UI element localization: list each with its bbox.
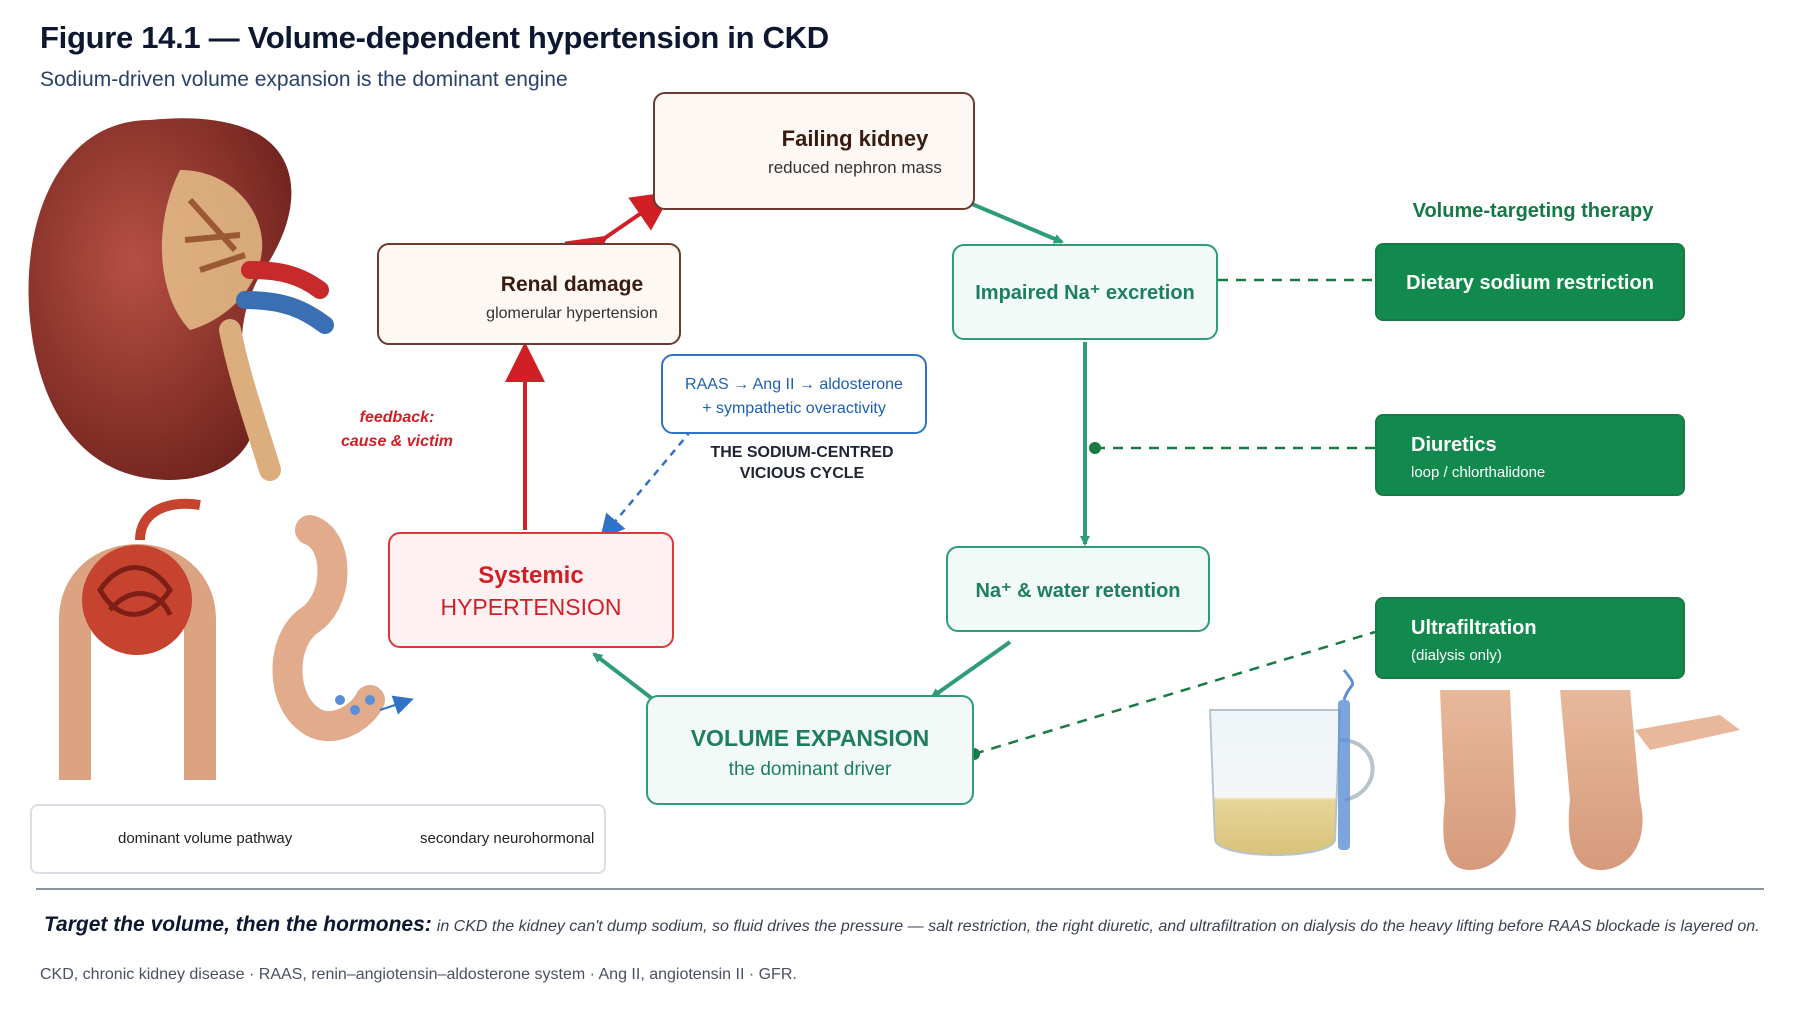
diuretics-anchor-dot <box>1089 442 1101 454</box>
connector-ultrafiltration <box>973 630 1376 756</box>
node-impaired-na-excretion: Impaired Na⁺ excretion <box>952 244 1218 340</box>
node-retention-title: Na⁺ & water retention <box>975 580 1181 602</box>
dialysis-bag-illustration <box>1208 669 1375 856</box>
node-impaired-na-title: Impaired Na⁺ excretion <box>975 282 1195 304</box>
therapy-ultrafiltration-title: Ultrafiltration <box>1411 617 1537 639</box>
legend-dashed-label: secondary neurohormonal <box>420 830 595 847</box>
node-volume-expansion: VOLUME EXPANSION the dominant driver <box>646 695 974 805</box>
edema-feet-illustration <box>1440 690 1740 870</box>
takeaway: Target the volume, then the hormones: in… <box>44 913 1784 937</box>
therapy-ultrafiltration-sub: (dialysis only) <box>1411 647 1502 664</box>
node-renal-damage-sub: glomerular hypertension <box>486 305 658 322</box>
node-failing-kidney-title: Failing kidney <box>781 126 929 151</box>
cycle-label-line1: THE SODIUM-CENTRED <box>710 444 894 461</box>
legend: dominant volume pathway secondary neuroh… <box>30 804 606 874</box>
node-failing-kidney-sub: reduced nephron mass <box>768 158 942 177</box>
therapy-diuretics: Diuretics loop / chlorthalidone <box>1375 414 1685 496</box>
feedback-line2: cause & victim <box>340 433 454 450</box>
node-renal-damage: Renal damage glomerular hypertension <box>377 243 681 345</box>
node-renal-damage-title: Renal damage <box>500 273 644 296</box>
node-raas-line1: RAAS → Ang II → aldosterone <box>685 376 903 393</box>
kidney-illustration <box>28 118 334 481</box>
node-na-water-retention: Na⁺ & water retention <box>946 546 1210 632</box>
node-hypertension-sub: HYPERTENSION <box>440 594 622 620</box>
node-hypertension-title: Systemic <box>478 562 584 589</box>
cycle-label: THE SODIUM-CENTRED VICIOUS CYCLE <box>682 442 922 484</box>
page-title: Figure 14.1 — Volume-dependent hypertens… <box>40 20 829 55</box>
cycle-label-line2: VICIOUS CYCLE <box>739 465 865 482</box>
therapy-diuretics-sub: loop / chlorthalidone <box>1411 464 1546 481</box>
page-subtitle: Sodium-driven volume expansion is the do… <box>40 68 568 91</box>
feedback-line1: feedback: <box>359 409 435 426</box>
arrow-retention-to-volume <box>930 640 1012 699</box>
takeaway-lead: Target the volume, then the hormones: <box>44 913 432 936</box>
therapy-heading: Volume-targeting therapy <box>1412 200 1654 222</box>
nephron-illustration <box>59 498 414 780</box>
node-failing-kidney: Failing kidney reduced nephron mass <box>653 92 975 210</box>
feedback-label: feedback: cause & victim <box>322 406 472 454</box>
legend-solid-label: dominant volume pathway <box>118 830 293 847</box>
therapy-ultrafiltration: Ultrafiltration (dialysis only) <box>1375 597 1685 679</box>
therapy-sodium-restriction: Dietary sodium restriction <box>1375 243 1685 321</box>
abbreviations: CKD, chronic kidney disease · RAAS, reni… <box>40 966 797 983</box>
takeaway-text: in CKD the kidney can't dump sodium, so … <box>436 918 1760 935</box>
node-systemic-hypertension: Systemic HYPERTENSION <box>388 532 674 648</box>
node-volume-title: VOLUME EXPANSION <box>690 725 930 751</box>
node-raas-line2: + sympathetic overactivity <box>702 400 886 417</box>
footer-divider <box>36 888 1764 890</box>
node-volume-sub: the dominant driver <box>728 759 892 780</box>
node-raas: RAAS → Ang II → aldosterone + sympatheti… <box>661 354 927 434</box>
therapy-sodium-restriction-title: Dietary sodium restriction <box>1406 272 1654 294</box>
therapy-diuretics-title: Diuretics <box>1411 434 1497 456</box>
